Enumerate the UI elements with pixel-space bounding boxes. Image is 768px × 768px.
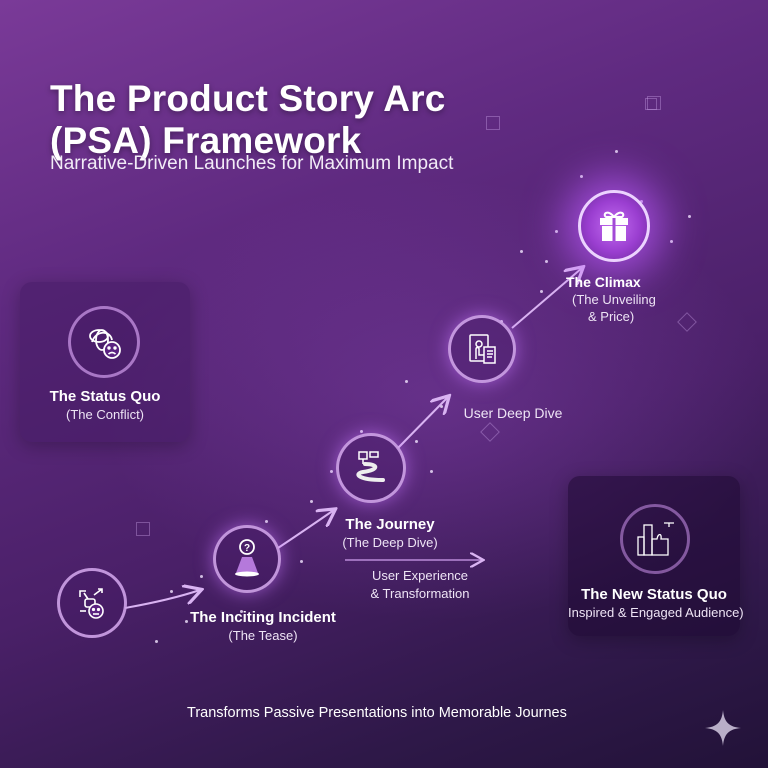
sparkle-icon (705, 710, 741, 746)
winding-road-icon (336, 433, 406, 503)
journey-title: The Journey (345, 516, 435, 533)
journey-note: User Experience & Transformation (370, 568, 470, 601)
tablet-touch-icon (448, 315, 516, 383)
new-status-quo-card: The New Status Quo Inspired & Engaged Au… (568, 476, 744, 636)
new-status-quo-title: The New Status Quo (581, 586, 727, 603)
climax-subtitle-1: (The Unveiling (572, 292, 656, 307)
status-quo-card: The Status Quo (The Conflict) (20, 282, 190, 442)
footer-tagline: Transforms Passive Presentations into Me… (187, 705, 567, 721)
page-subtitle: Narrative-Driven Launches for Maximum Im… (50, 153, 454, 174)
spotlight-question-icon: ? (213, 525, 281, 593)
confused-person-arrows-icon (57, 568, 127, 638)
climax-subtitle-2: & Price) (588, 309, 635, 324)
status-quo-subtitle: (The Conflict) (65, 407, 145, 422)
gift-icon (578, 190, 650, 262)
city-thumbs-up-drone-icon (620, 504, 690, 574)
svg-text:?: ? (244, 543, 250, 554)
new-status-quo-subtitle: Inspired & Engaged Audience) (568, 605, 744, 620)
page-title: The Product Story Arc(PSA) Framework (50, 78, 446, 161)
inciting-incident-subtitle: (The Tease) (228, 628, 298, 643)
user-deep-dive-title: User Deep Dive (463, 405, 563, 421)
tangled-knot-sad-face-icon (68, 306, 140, 378)
journey-subtitle: (The Deep Dive) (342, 535, 438, 550)
status-quo-title: The Status Quo (49, 388, 161, 405)
climax-title: The Climax (566, 274, 641, 290)
inciting-incident-title: The Inciting Incident (190, 609, 336, 626)
